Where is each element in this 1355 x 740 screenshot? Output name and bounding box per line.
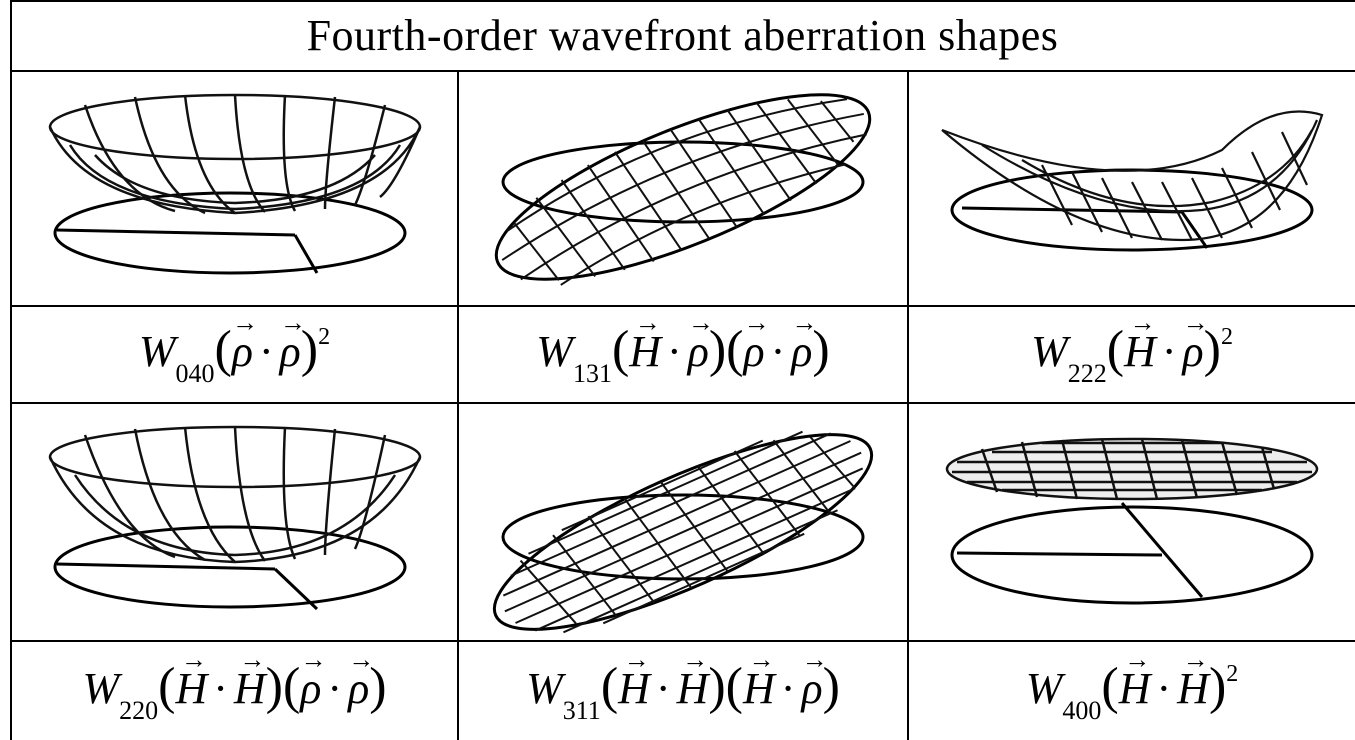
vector-symbol: H — [743, 663, 775, 714]
coefficient-subscript: 311 — [562, 695, 601, 725]
parenthesis: )( — [708, 657, 743, 715]
formula-w040: W040(ρ·ρ)2 — [12, 307, 457, 402]
astigmatism-surface-diagram — [941, 110, 1324, 251]
coefficient-symbol: W — [536, 327, 573, 376]
dot-operator: · — [780, 663, 796, 713]
coefficient-symbol: W — [138, 327, 176, 376]
shape-cell-distortion — [459, 404, 907, 640]
vector-symbol: H — [234, 663, 266, 714]
dot-operator: · — [1156, 663, 1172, 713]
distortion-surface-diagram — [492, 430, 874, 634]
formula-w220: W220(H·H)(ρ·ρ) — [12, 642, 457, 740]
vector-symbol: ρ — [232, 326, 253, 377]
vector-symbol: H — [618, 663, 650, 714]
parenthesis: ( — [600, 657, 619, 715]
row-divider — [10, 402, 1355, 404]
shape-cell-piston — [909, 404, 1355, 640]
table-title-row: Fourth-order wavefront aberration shapes — [10, 0, 1355, 72]
parenthesis: ( — [611, 321, 630, 378]
parenthesis: ( — [158, 657, 176, 715]
formula-w400: W400(H·H)2 — [909, 642, 1355, 740]
dot-operator: · — [1161, 327, 1177, 376]
coefficient-symbol: W — [82, 663, 120, 713]
vector-symbol: H — [1177, 663, 1209, 714]
exponent: 2 — [1226, 660, 1239, 687]
vector-symbol: H — [1124, 326, 1156, 377]
column-divider — [907, 72, 909, 740]
exponent: 2 — [318, 324, 331, 350]
vector-symbol: ρ — [688, 326, 709, 377]
vector-symbol: H — [1119, 663, 1151, 714]
parenthesis: )( — [265, 657, 301, 715]
coefficient-symbol: W — [1031, 327, 1068, 376]
vector-symbol: ρ — [743, 326, 764, 377]
coefficient-subscript: 400 — [1062, 695, 1102, 725]
piston-surface-diagram — [945, 437, 1319, 605]
shape-cell-spherical — [12, 74, 457, 305]
vector-symbol: ρ — [300, 663, 321, 714]
dot-operator: · — [655, 663, 671, 713]
vector-symbol: H — [677, 663, 709, 714]
exponent: 2 — [1220, 324, 1233, 350]
vector-symbol: H — [175, 663, 207, 714]
parenthesis: )( — [708, 321, 744, 378]
parenthesis: ( — [1101, 657, 1119, 715]
vector-symbol: ρ — [791, 326, 812, 377]
dot-operator: · — [667, 327, 682, 376]
coefficient-subscript: 040 — [175, 359, 215, 388]
table-title: Fourth-order wavefront aberration shapes — [306, 10, 1059, 60]
coefficient-subscript: 222 — [1067, 359, 1107, 388]
table-frame — [10, 0, 1355, 740]
dot-operator: · — [327, 663, 343, 713]
row-divider — [10, 305, 1355, 307]
coefficient-symbol: W — [1025, 663, 1063, 713]
coma-surface-diagram — [494, 93, 872, 286]
dot-operator: · — [770, 327, 786, 376]
vector-symbol: ρ — [280, 326, 301, 377]
shape-cell-coma — [459, 74, 907, 305]
spherical-surface-diagram — [48, 93, 421, 274]
vector-symbol: ρ — [801, 663, 822, 714]
vector-symbol: ρ — [1182, 326, 1203, 377]
parenthesis: ( — [1106, 321, 1125, 378]
column-divider — [457, 72, 459, 740]
vector-symbol: H — [629, 326, 661, 377]
vector-symbol: ρ — [348, 663, 369, 714]
formula-w222: W222(H·ρ)2 — [909, 307, 1355, 402]
row-divider — [10, 640, 1355, 642]
parenthesis: ( — [214, 321, 232, 378]
dot-operator: · — [259, 327, 274, 376]
formula-w311: W311(H·H)(H·ρ) — [459, 642, 907, 740]
parenthesis: ) — [1208, 657, 1227, 715]
formula-w131: W131(H·ρ)(ρ·ρ) — [459, 307, 907, 402]
field-curvature-surface-diagram — [48, 425, 421, 611]
coefficient-symbol: W — [526, 663, 563, 713]
dot-operator: · — [213, 663, 228, 713]
coefficient-subscript: 131 — [572, 359, 612, 388]
shape-cell-astigmatism — [909, 74, 1355, 305]
coefficient-subscript: 220 — [119, 695, 159, 725]
shape-cell-field-curvature — [12, 404, 457, 640]
